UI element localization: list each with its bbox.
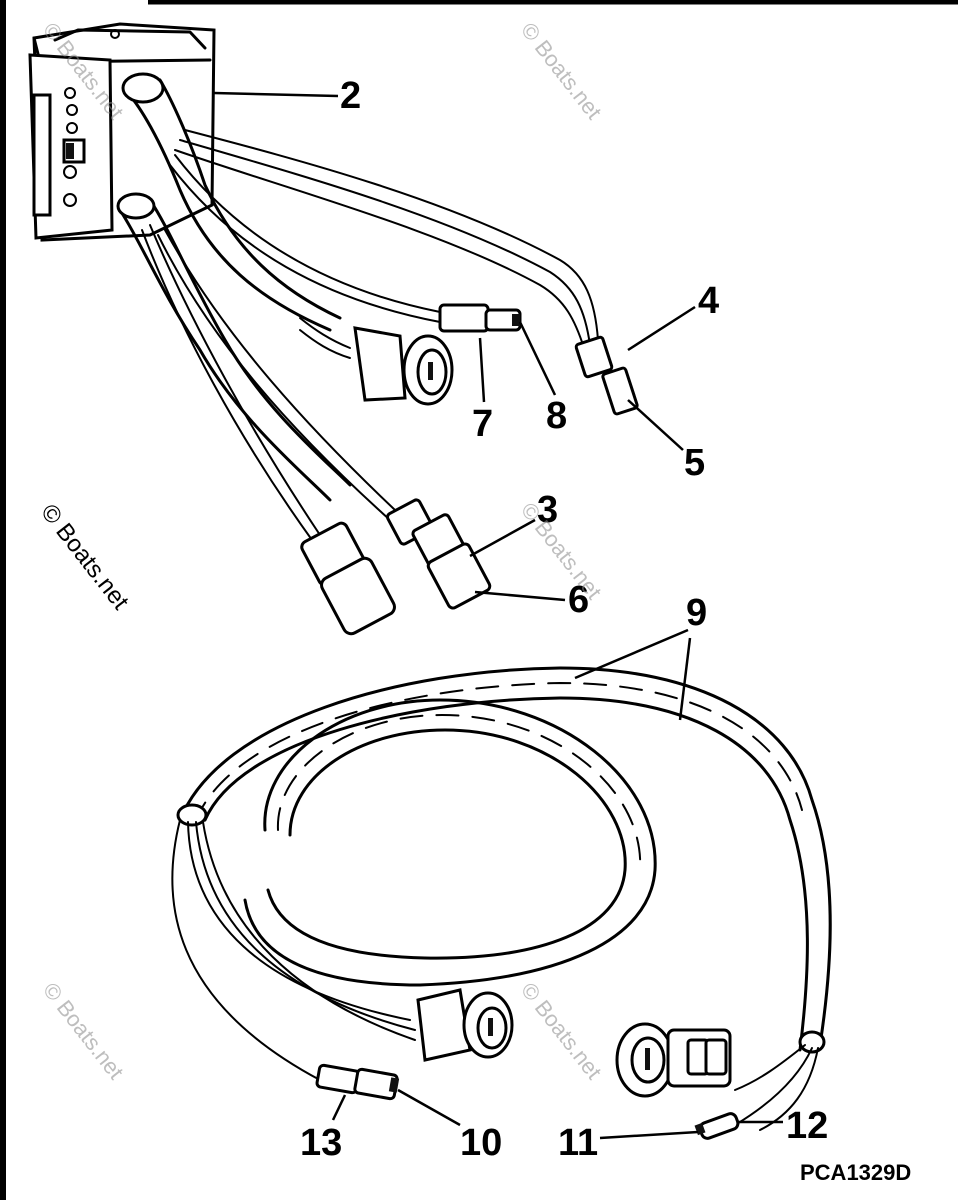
callouts: 2 3 4 5 6 7 8 9 10 11 12 13 [300, 75, 828, 1164]
bullet-connector-icon [574, 335, 639, 416]
watermark: © Boats.net [516, 978, 607, 1084]
multi-pin-connector-lower [416, 988, 514, 1062]
callout-10: 10 [460, 1122, 502, 1164]
right-end-connector [615, 1022, 826, 1140]
watermark: © Boats.net [516, 18, 607, 124]
watermark: © Boats.net [516, 498, 607, 604]
watermark: © Boats.net [38, 978, 129, 1084]
callout-3: 3 [537, 489, 558, 531]
watermark-main: © Boats.net [35, 499, 134, 615]
callout-11: 11 [558, 1122, 598, 1164]
harness-sheaths [116, 72, 352, 502]
callout-12: 12 [786, 1105, 828, 1147]
callout-8: 8 [546, 395, 567, 437]
callout-13: 13 [300, 1122, 342, 1164]
callout-6: 6 [568, 579, 589, 621]
leader-lines [213, 91, 783, 1140]
wires-to-bullet-4-5 [174, 129, 599, 349]
figure-code: PCA1329D [800, 1160, 911, 1185]
callout-2: 2 [340, 75, 361, 117]
wires-to-bullet-3-6 [157, 229, 492, 610]
multi-pin-connector-icon [299, 317, 454, 406]
callout-4: 4 [698, 280, 719, 322]
callout-5: 5 [684, 442, 705, 484]
wires-to-large-connector [141, 224, 396, 636]
wires-to-bullet-7-8 [169, 154, 522, 333]
callout-9: 9 [686, 592, 707, 634]
callout-7: 7 [472, 403, 493, 445]
power-pack-module-icon [28, 22, 216, 242]
bullet-connector-lower [315, 1063, 400, 1101]
